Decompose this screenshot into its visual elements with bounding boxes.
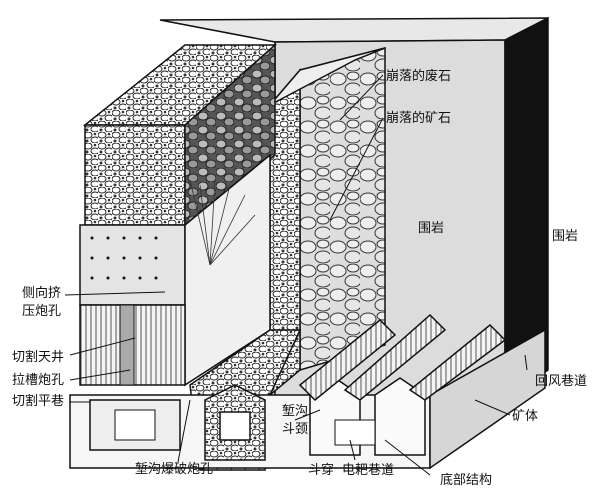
caved-waste-front [84,124,186,226]
trench-drawpoint-opening [219,411,251,441]
label-return-air-drift: 回风巷道 [535,374,587,389]
caved-ore-slab-top [269,47,386,106]
label-lateral-squeeze-holes-1: 侧向挤 [22,285,61,301]
wall-rock-black-side [504,16,549,404]
top-face [159,17,549,43]
blast-hole-dots [90,236,158,280]
trench-ridge-3 [408,323,507,401]
label-wall-rock-side: 围岩 [552,229,578,244]
label-drawpoint: 斗穿 [308,462,334,478]
label-bottom-structure: 底部结构 [440,472,492,488]
label-slot-blast-holes: 拉槽炮孔 [12,373,64,388]
ore-body-side [429,328,546,470]
cutting-raise [119,304,135,386]
label-lateral-squeeze-holes-2: 压炮孔 [22,304,61,319]
label-caved-ore: 崩落的矿石 [386,110,451,126]
cutting-drift-opening [114,409,156,441]
label-trench-2: 斗颈 [282,422,308,437]
label-caved-waste: 崩落的废石 [386,68,451,84]
label-cutting-raise: 切割天井 [12,349,64,365]
label-trench-blast-holes: 堑沟爆破炮孔 [135,462,213,477]
trench-ridge-1 [298,318,397,402]
label-wall-rock-front: 围岩 [418,221,444,236]
fan-blast-holes [189,179,256,266]
label-scraper-drift: 电耙巷道 [342,463,394,478]
scraper-drift-opening [334,419,376,446]
trench-ridge-2 [343,313,447,401]
label-trench-1: 堑沟 [282,404,308,419]
label-cutting-drift: 切割平巷 [12,393,64,409]
caved-waste-side [184,43,276,227]
leader-lines [64,74,528,476]
caved-ore-slab-face [299,47,386,372]
label-ore-body: 矿体 [512,409,538,424]
